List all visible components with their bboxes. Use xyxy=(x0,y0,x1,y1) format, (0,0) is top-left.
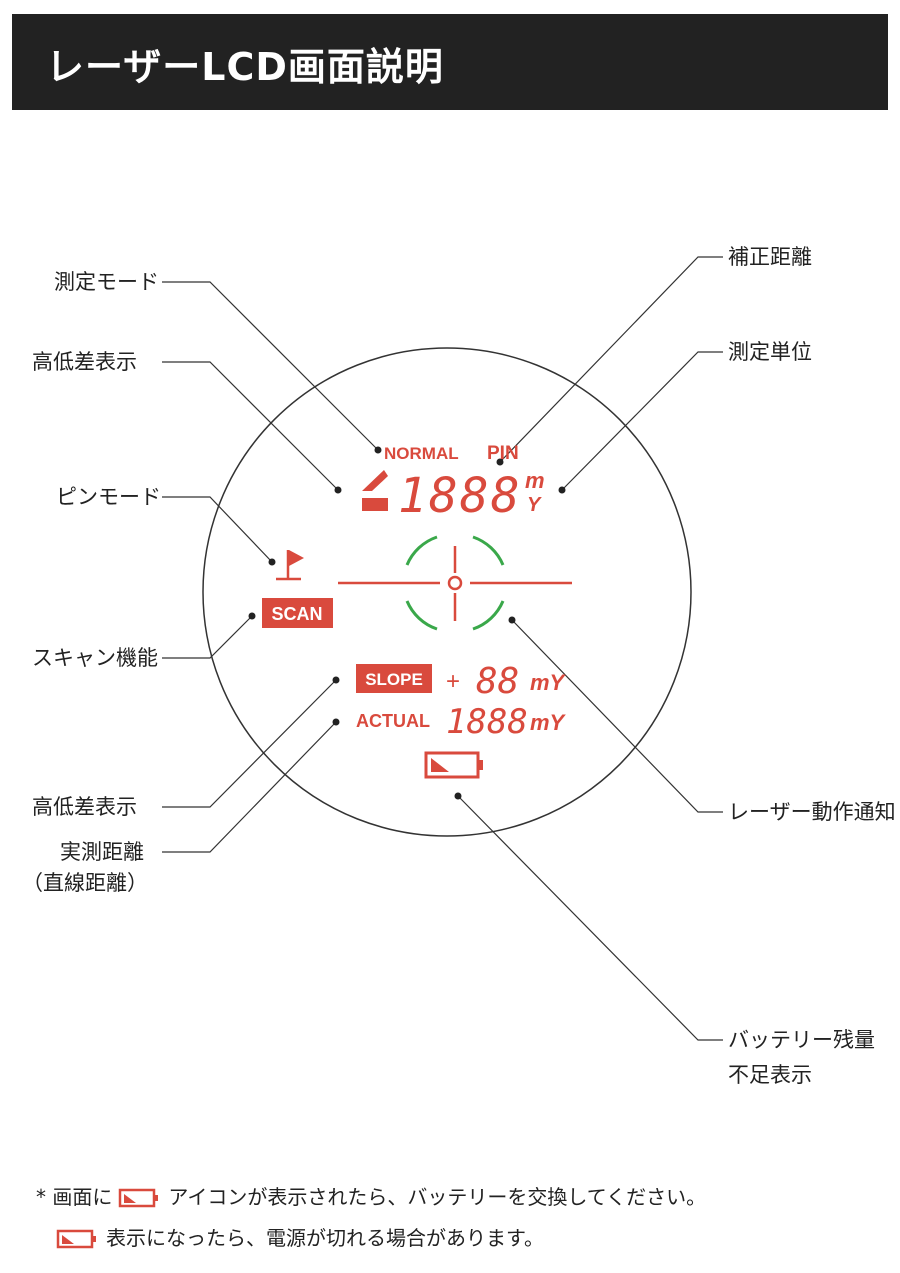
reticle xyxy=(338,535,572,631)
leader-lines xyxy=(162,256,723,1041)
label-battery: バッテリー残量 xyxy=(728,1028,875,1052)
unit-m-text: m xyxy=(525,468,545,493)
unit-y-text: Y xyxy=(527,494,542,516)
laser-indicator-ring xyxy=(405,535,505,631)
footnote-line2-text: 表示になったら、電源が切れる場合があります。 xyxy=(106,1226,544,1250)
slope-text: SLOPE xyxy=(365,670,423,689)
label-battery-sub: 不足表示 xyxy=(728,1063,812,1087)
footnote-line-2: 表示になったら、電源が切れる場合があります。 xyxy=(50,1224,544,1252)
actual-text: ACTUAL xyxy=(356,711,430,731)
mini-battery-icon xyxy=(119,1188,159,1208)
slope-unit: mY xyxy=(530,670,567,695)
leader-pin-mode xyxy=(162,496,273,563)
viewfinder-circle xyxy=(202,347,692,837)
slope-badge xyxy=(356,664,432,693)
leader-battery xyxy=(457,795,723,1041)
slope-digits: 88 xyxy=(476,661,519,702)
main-distance-digits: 1888 xyxy=(398,468,522,524)
leader-actual-distance xyxy=(162,721,337,853)
label-measure-unit: 測定単位 xyxy=(728,340,812,364)
leader-corrected-distance xyxy=(499,256,723,463)
label-laser-notice: レーザー動作通知 xyxy=(728,800,896,824)
leader-height-diff-bottom xyxy=(162,679,337,808)
label-actual-distance: 実測距離 xyxy=(60,840,144,864)
footnote-line-1: * 画面に アイコンが表示されたら、バッテリーを交換してください。 xyxy=(36,1183,706,1211)
label-pin-mode: ピンモード xyxy=(56,485,161,509)
leader-height-diff-top xyxy=(162,361,339,491)
mini-battery-empty-icon xyxy=(56,1229,96,1249)
label-height-diff-bottom: 高低差表示 xyxy=(32,795,137,819)
scan-text: SCAN xyxy=(271,604,322,624)
page-title: レーザーLCD画面説明 xyxy=(46,45,444,89)
header-bar: レーザーLCD画面説明 xyxy=(12,14,888,110)
leader-dots xyxy=(248,446,566,800)
label-height-diff-top: 高低差表示 xyxy=(32,350,137,374)
actual-digits: 1888 xyxy=(446,702,528,742)
slope-sign: + xyxy=(446,668,460,695)
leader-laser-notice xyxy=(511,619,723,813)
label-measure-mode: 測定モード xyxy=(54,270,159,294)
leader-unit xyxy=(561,351,723,491)
height-diff-icon xyxy=(362,470,388,511)
footnote-line1-text: アイコンが表示されたら、バッテリーを交換してください。 xyxy=(168,1185,707,1209)
mode-normal-text: NORMAL xyxy=(384,444,459,463)
battery-icon xyxy=(424,751,483,779)
mode-pin-text: PIN xyxy=(487,443,519,464)
label-corrected-distance: 補正距離 xyxy=(728,245,812,269)
label-scan-function: スキャン機能 xyxy=(32,646,158,670)
flag-icon xyxy=(276,550,304,581)
label-actual-distance-sub: （直線距離） xyxy=(22,871,148,895)
leader-measure-mode xyxy=(162,281,379,451)
scan-badge xyxy=(262,598,333,628)
footnote-prefix: * 画面に xyxy=(36,1185,113,1209)
actual-unit: mY xyxy=(530,710,567,735)
leader-scan xyxy=(162,615,253,659)
